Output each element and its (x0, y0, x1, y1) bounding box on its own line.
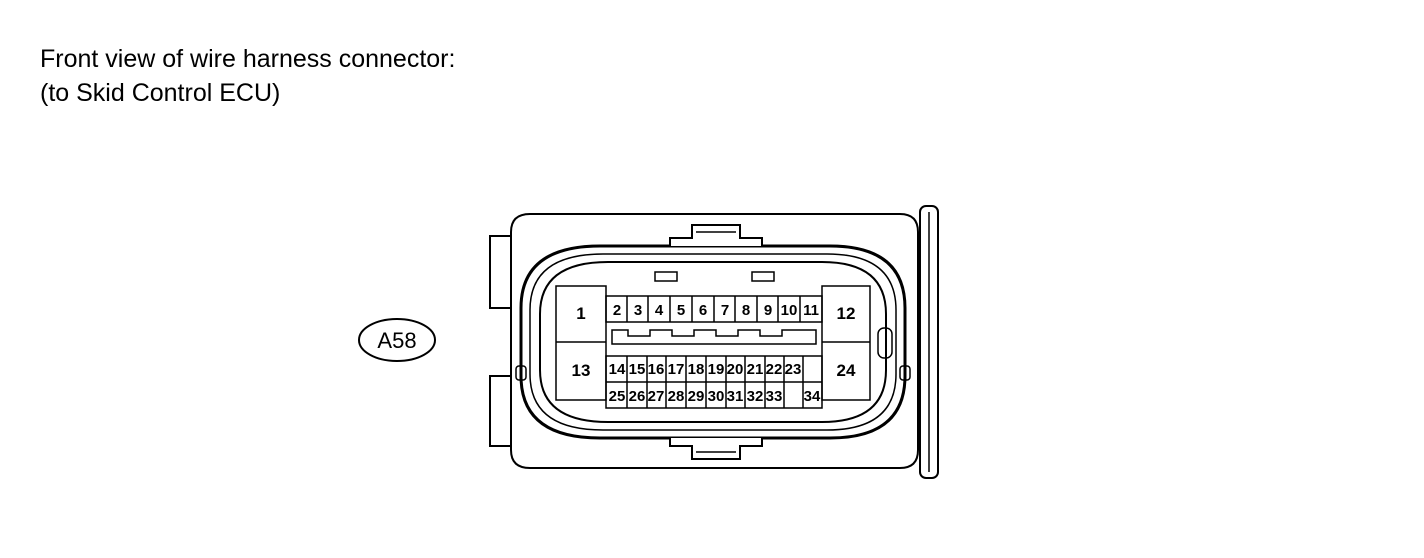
polarization-ridge (611, 329, 817, 345)
pin-9: 9 (764, 302, 772, 319)
pin-28: 28 (668, 388, 685, 405)
pin-18: 18 (688, 361, 705, 378)
connector-housing (489, 205, 939, 479)
pin-26: 26 (629, 388, 646, 405)
right-rail (919, 205, 939, 479)
top-row-dividers (626, 296, 801, 322)
pin-16: 16 (648, 361, 665, 378)
insert-outline (539, 261, 887, 423)
pin-19: 19 (708, 361, 725, 378)
inner-seal (529, 253, 897, 431)
pin-12: 12 (837, 304, 856, 323)
outer-seal (519, 244, 907, 440)
pin-6: 6 (699, 302, 707, 319)
pin-14: 14 (609, 361, 626, 378)
pin-1: 1 (576, 304, 585, 323)
pin-3: 3 (634, 302, 642, 319)
bottom-row-dividers (626, 356, 804, 408)
left-side-bump (515, 365, 527, 381)
pin-23: 23 (785, 361, 802, 378)
key-slot-left (654, 271, 678, 282)
pin-31: 31 (727, 388, 744, 405)
pin-7: 7 (721, 302, 729, 319)
right-lock-tab (877, 327, 893, 359)
pin-33: 33 (766, 388, 783, 405)
top-latch (669, 224, 763, 246)
connector-code-ellipse (358, 318, 436, 362)
pin-labels: 1 2 3 4 5 6 7 8 9 10 11 12 13 14 15 16 1… (572, 302, 856, 405)
pin-10: 10 (781, 302, 798, 319)
left-upper-tab (489, 235, 511, 309)
pin-22: 22 (766, 361, 783, 378)
left-lower-tab (489, 375, 511, 447)
pin-2: 2 (613, 302, 621, 319)
pin-21: 21 (747, 361, 764, 378)
terminal-grid (555, 285, 871, 409)
right-side-bump (899, 365, 911, 381)
pin-11: 11 (803, 302, 819, 319)
pin-17: 17 (668, 361, 685, 378)
pin-4: 4 (655, 302, 664, 319)
pin-27: 27 (648, 388, 665, 405)
outer-shell (510, 213, 919, 469)
pin-32: 32 (747, 388, 764, 405)
pin-24: 24 (837, 361, 856, 380)
pin-8: 8 (742, 302, 750, 319)
key-slot-right (751, 271, 775, 282)
pin-25: 25 (609, 388, 626, 405)
diagram-caption: Front view of wire harness connector: (t… (40, 42, 455, 110)
connector-code-badge: A58 (358, 318, 436, 362)
caption-subtitle: (to Skid Control ECU) (40, 79, 281, 107)
pin-20: 20 (727, 361, 744, 378)
right-large-block (821, 285, 871, 401)
connector-code-label: A58 (377, 328, 416, 353)
pin-5: 5 (677, 302, 685, 319)
pin-15: 15 (629, 361, 646, 378)
caption-title: Front view of wire harness connector: (40, 45, 456, 73)
pin-13: 13 (572, 361, 591, 380)
left-large-block (555, 285, 607, 401)
pin-30: 30 (708, 388, 725, 405)
bottom-latch (669, 438, 763, 460)
pin-34: 34 (804, 388, 821, 405)
pin-29: 29 (688, 388, 705, 405)
